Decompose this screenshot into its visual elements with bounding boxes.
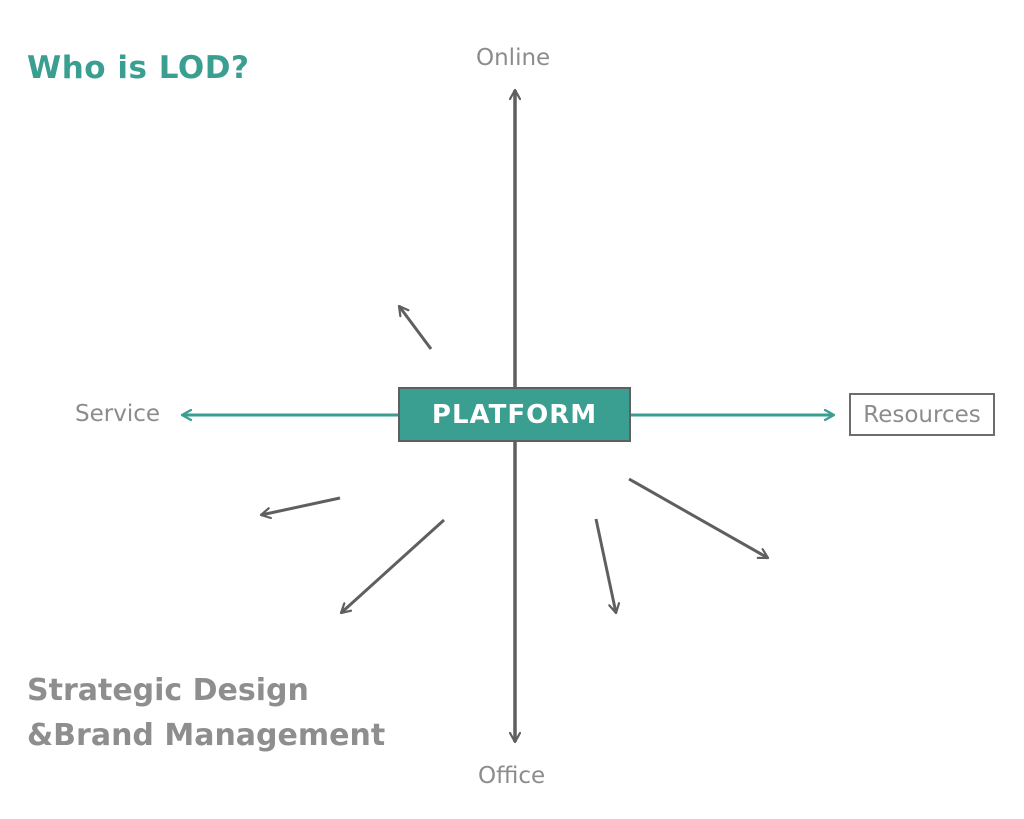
platform-label: PLATFORM [431,399,598,430]
platform-node: PLATFORM [398,387,631,442]
radial-arrow-lower-right [594,518,616,613]
resources-node: Resources [849,393,995,436]
axis-label-office: Office [478,763,546,789]
page-title: Who is LOD? [27,50,250,86]
resources-label: Resources [863,401,981,428]
subtitle-line-2: &Brand Management [27,718,386,753]
radial-arrow-left [261,496,341,515]
radial-arrow-upper-left [397,306,433,350]
radial-arrow-lower-left [341,518,446,615]
subtitle: Strategic Design &Brand Management [27,668,385,758]
subtitle-line-1: Strategic Design [27,673,309,708]
axis-label-online: Online [476,45,551,71]
axis-label-service: Service [75,401,161,427]
radial-arrow-right [628,477,768,560]
